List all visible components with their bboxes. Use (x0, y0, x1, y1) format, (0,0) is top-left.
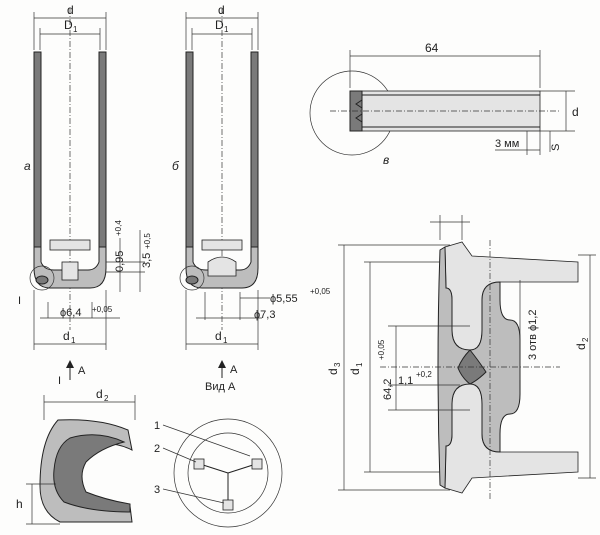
arrow-A-a: A (78, 365, 86, 377)
label-d1-b-sub: 1 (223, 336, 228, 345)
label-d2-big: d (574, 343, 588, 350)
label-d3-sub: 3 (333, 362, 342, 367)
label-d2-detail-sub: 2 (104, 394, 109, 403)
label-d2-detail: d (96, 387, 103, 401)
label-d3: d (326, 368, 340, 375)
dim-095: 0,95 (114, 251, 126, 272)
label-d1-a-sub: 1 (71, 336, 76, 345)
dim-phi-64-tol: +0,05 (92, 305, 113, 314)
dim-64-len: 64 (425, 41, 439, 55)
label-fig-v: в (383, 153, 389, 167)
callout-1: 1 (154, 420, 160, 432)
label-fig-b: б (172, 159, 180, 173)
dim-095-tol: +0,4 (114, 220, 123, 236)
dim-11: 1,1 (398, 375, 413, 387)
label-D1-b-sub: 1 (224, 25, 229, 34)
label-d-b: d (218, 3, 225, 17)
label-fig-a: а (24, 159, 31, 173)
label-roman-I: I (18, 295, 21, 307)
view-b: d D 1 б ϕ5,55 +0,05 ϕ7,3 d 1 A Вид А (172, 3, 331, 393)
label-d1-b: d (215, 329, 222, 343)
view-a: d D 1 а I 0,95 +0,4 3,5 +0,5 ϕ6,4 +0,05 (18, 3, 153, 387)
arrow-A-b: A (230, 364, 238, 376)
label-d1-a: d (63, 329, 70, 343)
dim-phi-555-tol: +0,05 (310, 287, 331, 296)
view-cross-section: d 3 d 1 d 2 64,2 +0,05 1,1 +0,2 (326, 215, 596, 500)
label-vid-A: Вид А (205, 381, 236, 393)
label-D1-a-sub: 1 (73, 25, 78, 34)
dim-phi-64: ϕ6,4 (60, 307, 81, 319)
callout-2: 2 (154, 443, 160, 455)
dim-642: 64,2 (382, 379, 394, 400)
dim-642-tol: +0,05 (377, 339, 386, 360)
detail-I: d 2 h (16, 387, 136, 525)
label-d1-big: d (348, 368, 362, 375)
dim-3mm: 3 мм (495, 138, 519, 150)
callout-3: 3 (154, 484, 160, 496)
dim-d-v: d (572, 105, 579, 119)
label-D1-a: D (64, 18, 73, 32)
dim-phi-555: ϕ5,55 (270, 293, 298, 305)
label-holes: 3 отв ϕ1,2 (527, 310, 539, 360)
view-A-holes: 1 2 3 (154, 418, 283, 528)
label-roman-I-arrow: I (58, 375, 61, 387)
dim-S: S (550, 144, 562, 151)
dim-35: 3,5 (141, 253, 153, 268)
label-d1-big-sub: 1 (355, 362, 364, 367)
label-d2-big-sub: 2 (581, 337, 590, 342)
dim-phi-73: ϕ7,3 (254, 309, 275, 321)
label-h: h (16, 497, 23, 511)
dim-35-tol: +0,5 (143, 233, 152, 249)
dim-11-tol: +0,2 (416, 370, 432, 379)
view-v: 64 в d 3 мм S (309, 41, 579, 167)
label-D1-b: D (215, 18, 224, 32)
